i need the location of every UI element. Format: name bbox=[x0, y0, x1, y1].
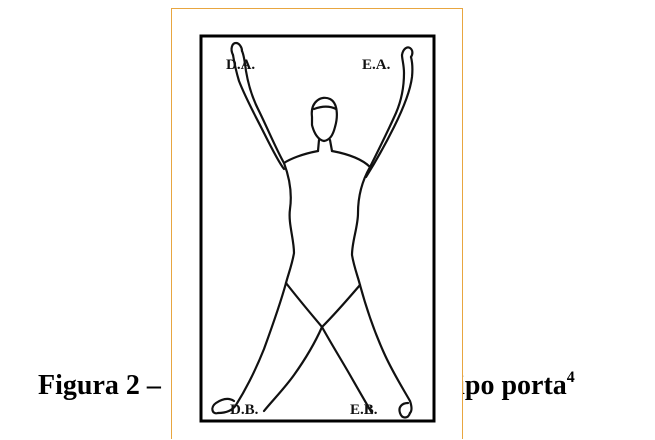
human-figure-illustration: D.A. E.A. D.B. E.B. bbox=[172, 9, 464, 440]
label-bottom-right: E.B. bbox=[350, 402, 378, 418]
label-top-right: E.A. bbox=[362, 57, 391, 73]
figure-image-frame: D.A. E.A. D.B. E.B. bbox=[171, 8, 463, 439]
inner-frame bbox=[201, 36, 434, 421]
caption-footnote-marker: 4 bbox=[567, 369, 575, 386]
label-bottom-left: D.B. bbox=[230, 402, 259, 418]
caption-prefix: Figura 2 – bbox=[38, 370, 161, 401]
label-top-left: D.A. bbox=[226, 57, 255, 73]
body-outline bbox=[212, 43, 412, 418]
